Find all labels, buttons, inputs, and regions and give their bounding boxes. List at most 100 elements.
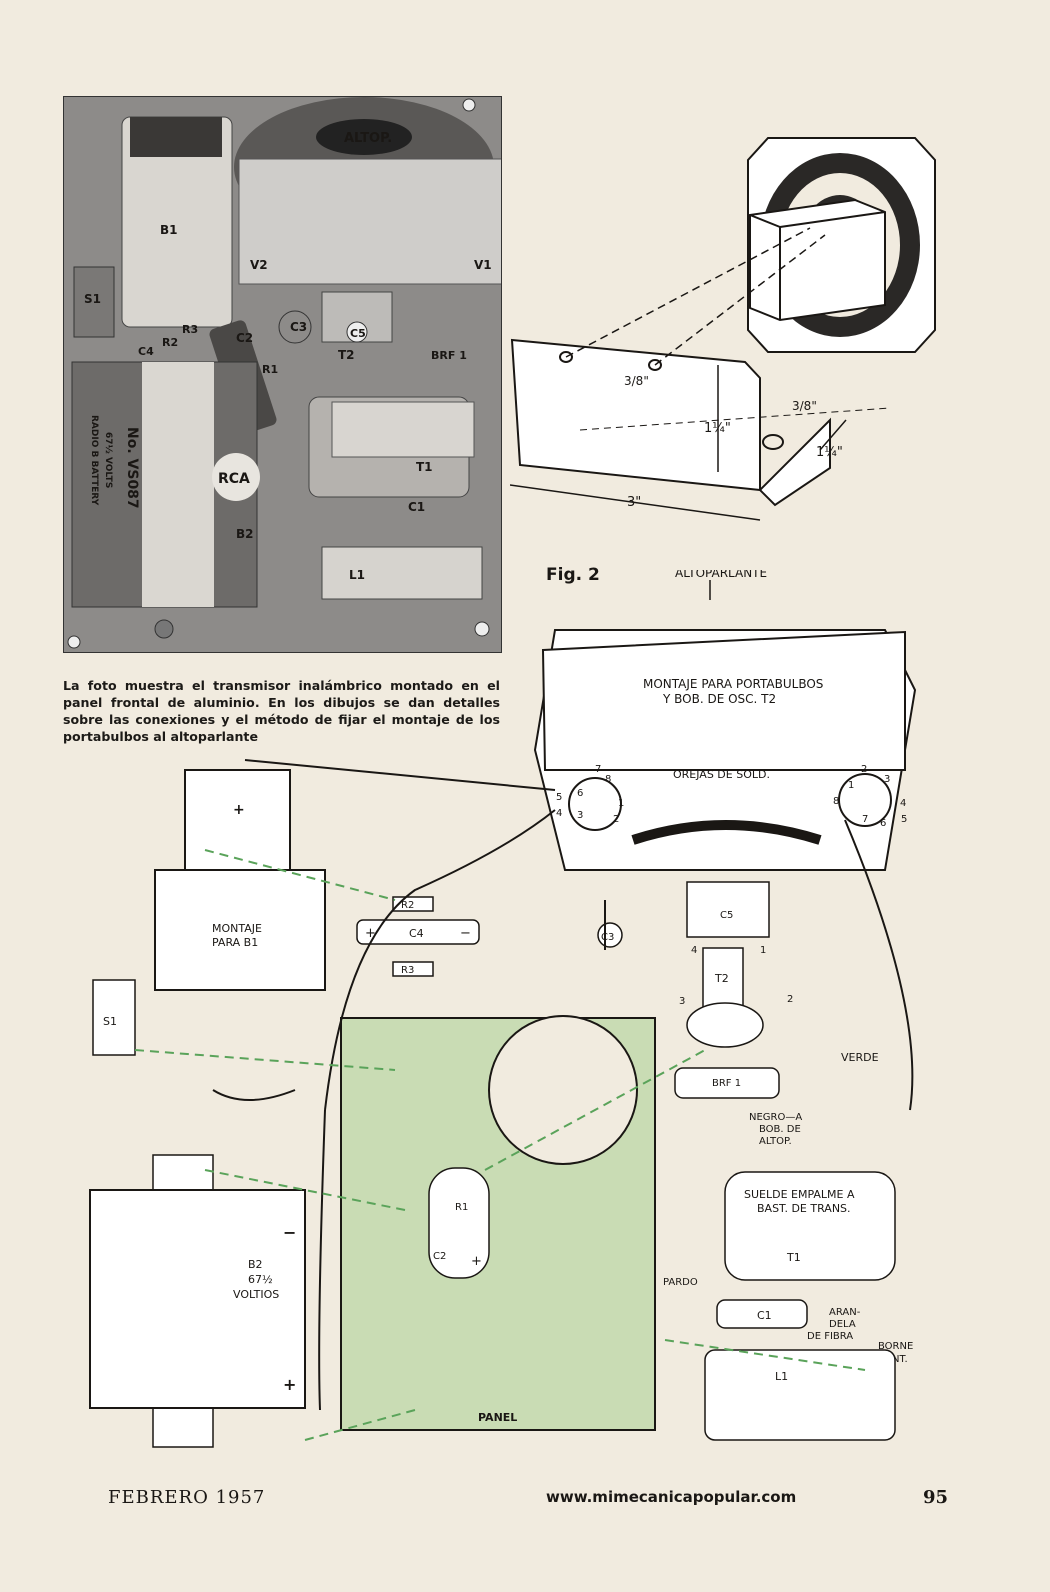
borne-label-1: BORNE bbox=[878, 1341, 913, 1352]
l1-label: L1 bbox=[775, 1370, 788, 1383]
photo-label-c3: C3 bbox=[290, 320, 307, 334]
right-pin-3: 3 bbox=[884, 774, 890, 785]
c2-label: C2 bbox=[433, 1251, 446, 1262]
c4-capacitor bbox=[356, 919, 480, 945]
photo-label-c5: C5 bbox=[350, 327, 366, 340]
left-pin-2: 2 bbox=[613, 814, 619, 825]
left-pin-5: 5 bbox=[556, 792, 562, 803]
t2-pin-2: 2 bbox=[787, 994, 793, 1005]
right-pin-8: 8 bbox=[833, 796, 839, 807]
b2-battery bbox=[89, 1189, 306, 1409]
transmitter-photo: ALTOP. B1 V2 V1 S1 R3 C4 R2 C2 C3 C5 T2 … bbox=[63, 96, 502, 653]
orejas-label: OREJAS DE SOLD. bbox=[673, 768, 770, 781]
fig2-label: Fig. 2 bbox=[546, 565, 600, 585]
t2-label: T2 bbox=[714, 972, 729, 985]
photo-label-brf1: BRF 1 bbox=[431, 349, 467, 362]
negro-label-2: BOB. DE bbox=[759, 1124, 801, 1135]
t2-pin-4: 4 bbox=[691, 945, 697, 956]
r1-label: R1 bbox=[455, 1202, 468, 1213]
photo-label-battery-type: RADIO B BATTERY bbox=[89, 415, 99, 506]
wiring-diagram: PANEL ALTOPARLANTE MONTAJE PARA PORTABUL… bbox=[89, 570, 917, 1448]
right-pin-1: 1 bbox=[848, 780, 854, 791]
photo-label-battery-brand: RCA bbox=[218, 471, 250, 487]
left-pin-3: 3 bbox=[577, 810, 583, 821]
b2-minus: − bbox=[283, 1223, 296, 1242]
left-pin-1: 1 bbox=[618, 798, 624, 809]
photo-label-c4: C4 bbox=[138, 345, 154, 358]
c5-label: C5 bbox=[720, 910, 733, 921]
s1-label: S1 bbox=[103, 1015, 117, 1028]
photo-label-battery-no: No. VS087 bbox=[124, 427, 140, 509]
c2-capacitor bbox=[428, 1167, 490, 1279]
b1-mount-label-2: PARA B1 bbox=[212, 936, 258, 949]
s1-switch bbox=[92, 979, 136, 1056]
right-pin-4: 4 bbox=[900, 798, 906, 809]
negro-label-3: ALTOP. bbox=[759, 1136, 792, 1147]
b1-mount bbox=[154, 869, 326, 991]
page-number: 95 bbox=[923, 1487, 949, 1508]
b2-plus: + bbox=[283, 1375, 296, 1394]
l1-coil bbox=[704, 1349, 896, 1441]
right-pin-7: 7 bbox=[862, 814, 868, 825]
suelde-label-2: BAST. DE TRANS. bbox=[757, 1202, 851, 1215]
photo-label-battery-volts: 67½ VOLTS bbox=[103, 432, 114, 488]
brf1-label: BRF 1 bbox=[712, 1078, 741, 1089]
fig2-drawing: 3/8" 3/8" 1¼" 1¼" 3" bbox=[510, 137, 936, 521]
photo-drawing: ALTOP. B1 V2 V1 S1 R3 C4 R2 C2 C3 C5 T2 … bbox=[64, 97, 501, 652]
fig2-dim-1-1-4-a: 1¼" bbox=[704, 421, 731, 436]
c1-label: C1 bbox=[757, 1309, 772, 1322]
montaje-label-2: Y BOB. DE OSC. T2 bbox=[662, 692, 776, 706]
right-pin-5: 5 bbox=[901, 814, 907, 825]
c4-label: C4 bbox=[409, 927, 424, 940]
t2-pin-3: 3 bbox=[679, 996, 685, 1007]
photo-label-altop: ALTOP. bbox=[344, 131, 392, 146]
fig2-dim-1-1-4-b: 1¼" bbox=[816, 445, 843, 460]
left-pin-7: 7 bbox=[595, 764, 601, 775]
c1-capacitor bbox=[716, 1299, 808, 1329]
suelde-label-1: SUELDE EMPALME A bbox=[744, 1188, 855, 1201]
fig2-dim-3: 3" bbox=[627, 495, 641, 510]
arandela-label-1: ARAN- bbox=[829, 1307, 861, 1318]
b1-mount-label-1: MONTAJE bbox=[212, 922, 262, 935]
right-pin-2: 2 bbox=[861, 764, 867, 775]
pardo-label: PARDO bbox=[663, 1277, 698, 1288]
photo-label-c1: C1 bbox=[408, 500, 425, 514]
c4-minus: − bbox=[460, 926, 471, 941]
brf1-choke bbox=[674, 1067, 780, 1099]
left-pin-6: 6 bbox=[577, 788, 583, 799]
photo-label-r1: R1 bbox=[262, 363, 278, 376]
left-pin-4: 4 bbox=[556, 808, 562, 819]
photo-label-r2: R2 bbox=[162, 336, 178, 349]
r3-label: R3 bbox=[401, 965, 414, 976]
b2-label-2: 67½ bbox=[248, 1273, 273, 1286]
c4-plus: + bbox=[365, 926, 376, 941]
arandela-label-2: DELA bbox=[829, 1319, 856, 1330]
arandela-label-3: DE FIBRA bbox=[807, 1331, 853, 1342]
fig2-dim-3-8-b: 3/8" bbox=[792, 399, 817, 413]
panel-label: PANEL bbox=[478, 1411, 517, 1424]
verde-label: VERDE bbox=[841, 1051, 879, 1064]
t1-label: T1 bbox=[786, 1251, 801, 1264]
r2-label: R2 bbox=[401, 900, 414, 911]
photo-label-t1: T1 bbox=[416, 460, 433, 474]
photo-label-c2: C2 bbox=[236, 331, 253, 345]
t2-pin-1: 1 bbox=[760, 945, 766, 956]
photo-label-t2: T2 bbox=[338, 348, 355, 362]
photo-label-v2: V2 bbox=[250, 258, 268, 272]
photo-label-s1: S1 bbox=[84, 292, 101, 306]
b1-plus: + bbox=[233, 802, 245, 818]
footer-date: FEBRERO 1957 bbox=[108, 1487, 266, 1508]
negro-label-1: NEGRO—A bbox=[749, 1112, 802, 1123]
photo-label-b2: B2 bbox=[236, 527, 254, 541]
c2-plus: + bbox=[471, 1254, 482, 1269]
fig2-dim-3-8-a: 3/8" bbox=[624, 374, 649, 388]
photo-label-l1: L1 bbox=[349, 568, 365, 582]
left-pin-8: 8 bbox=[605, 774, 611, 785]
footer-url[interactable]: www.mimecanicapopular.com bbox=[546, 1488, 797, 1506]
altoparlante-label: ALTOPARLANTE bbox=[675, 570, 767, 580]
photo-label-b1: B1 bbox=[160, 223, 178, 237]
t1-transformer bbox=[724, 1171, 896, 1281]
photo-label-v1: V1 bbox=[474, 258, 492, 272]
photo-caption: La foto muestra el transmisor inalámbric… bbox=[63, 678, 500, 744]
montaje-label-1: MONTAJE PARA PORTABULBOS bbox=[643, 677, 823, 691]
